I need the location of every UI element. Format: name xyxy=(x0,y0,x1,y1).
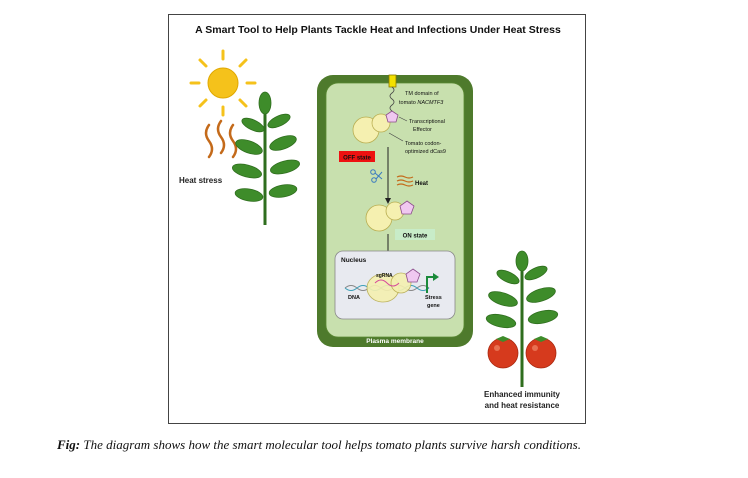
dna-label: DNA xyxy=(348,295,360,301)
off-state-badge xyxy=(339,151,375,162)
plant-icon xyxy=(232,91,300,225)
effector-label-line1: Transcriptional xyxy=(409,119,445,125)
effector-icon-nucleus xyxy=(405,268,421,283)
figure-title: A Smart Tool to Help Plants Tackle Heat … xyxy=(195,24,561,36)
caption-text: The diagram shows how the smart molecula… xyxy=(80,437,581,452)
tm-domain-label-line1: TM domain of xyxy=(405,91,439,97)
sun-icon xyxy=(189,49,257,117)
on-state-badge xyxy=(395,229,435,240)
dcas9-complex-nucleus xyxy=(366,272,412,303)
enhanced-immunity-label-line2: and heat resistance xyxy=(485,401,560,410)
gene-activation-arrow-icon xyxy=(426,276,435,293)
heat-stress-label: Heat stress xyxy=(179,176,223,185)
gene-activation-arrow-head xyxy=(433,273,439,281)
effector-icon-on xyxy=(399,200,415,215)
sgrna-strand xyxy=(374,279,400,287)
tomato-fruit-icon xyxy=(487,336,557,369)
dcas9-protein-on xyxy=(365,201,405,232)
dcas9-label-line1: Tomato codon- xyxy=(405,141,442,147)
heat-waves-icon xyxy=(204,119,238,159)
enhanced-immunity-label-line1: Enhanced immunity xyxy=(484,390,561,399)
tm-domain-icon xyxy=(388,74,397,88)
plasma-membrane-label: Plasma membrane xyxy=(366,338,424,345)
tm-domain-label-line2: tomato NACMTF3 xyxy=(399,100,444,106)
dcas9-label-line2: optimized dCas9 xyxy=(405,149,446,155)
dcas9-pointer xyxy=(388,132,404,142)
effector-icon xyxy=(385,110,399,123)
figure-frame: A Smart Tool to Help Plants Tackle Heat … xyxy=(168,14,586,424)
figure-caption: Fig: The diagram shows how the smart mol… xyxy=(57,437,717,453)
effector-pointer xyxy=(398,116,408,122)
effector-label-line2: Effector xyxy=(413,127,432,133)
figure-diagram: A Smart Tool to Help Plants Tackle Heat … xyxy=(179,24,561,410)
stress-gene-label-line2: gene xyxy=(427,303,440,309)
activation-arrow-head xyxy=(385,198,391,204)
stress-gene-label-line1: Stress xyxy=(425,295,442,301)
heat-flame-icon xyxy=(396,175,414,187)
dcas9-protein-off xyxy=(352,113,391,144)
on-state-label: ON state xyxy=(403,234,428,240)
off-state-label: OFF state xyxy=(343,156,371,162)
tomato-plant-icon xyxy=(485,250,559,387)
sgrna-label: sgRNA xyxy=(376,273,393,279)
caption-label: Fig: xyxy=(57,437,81,452)
heat-label: Heat xyxy=(415,181,428,187)
linker-squiggle xyxy=(389,86,395,112)
scissors-icon xyxy=(370,169,383,183)
nucleus-label: Nucleus xyxy=(341,257,367,264)
